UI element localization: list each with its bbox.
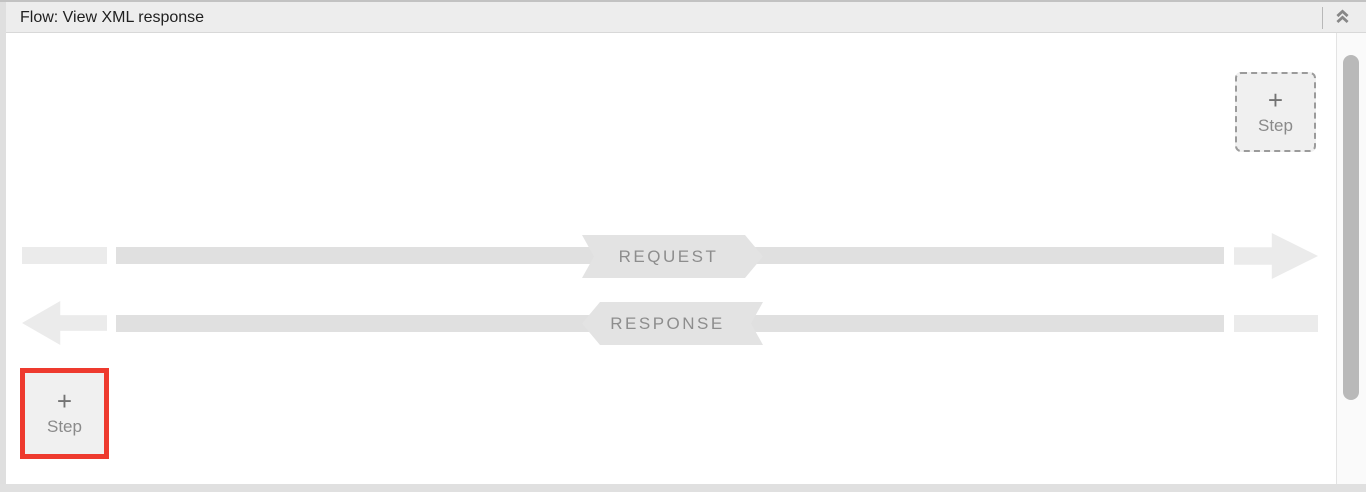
response-banner: RESPONSE bbox=[582, 302, 763, 345]
panel-left-edge bbox=[0, 2, 6, 492]
header-divider bbox=[1322, 7, 1323, 29]
request-arrowhead-right-icon bbox=[1234, 233, 1318, 279]
response-label: RESPONSE bbox=[610, 313, 725, 333]
panel-title: Flow: View XML response bbox=[20, 9, 205, 26]
plus-icon: + bbox=[1267, 84, 1284, 115]
panel-header: Flow: View XML response bbox=[6, 2, 1366, 33]
add-step-button-top[interactable]: + Step bbox=[1235, 72, 1316, 152]
response-arrow-tail bbox=[1234, 315, 1318, 332]
highlight-box: + Step bbox=[20, 368, 109, 459]
add-step-label: Step bbox=[47, 417, 82, 436]
collapse-panel-button[interactable] bbox=[1327, 5, 1357, 32]
panel-top-border bbox=[0, 0, 1366, 2]
add-step-label: Step bbox=[1258, 115, 1293, 135]
request-label: REQUEST bbox=[618, 246, 719, 266]
add-step-button-bottom[interactable]: + Step bbox=[25, 373, 104, 454]
scrollbar-thumb[interactable] bbox=[1343, 55, 1359, 400]
response-arrowhead-left-icon bbox=[22, 301, 107, 345]
plus-icon: + bbox=[56, 386, 73, 416]
request-banner: REQUEST bbox=[582, 235, 763, 278]
request-arrow-tail bbox=[22, 247, 107, 264]
panel-bottom-edge bbox=[0, 484, 1366, 492]
chevron-double-up-icon bbox=[1334, 8, 1351, 30]
